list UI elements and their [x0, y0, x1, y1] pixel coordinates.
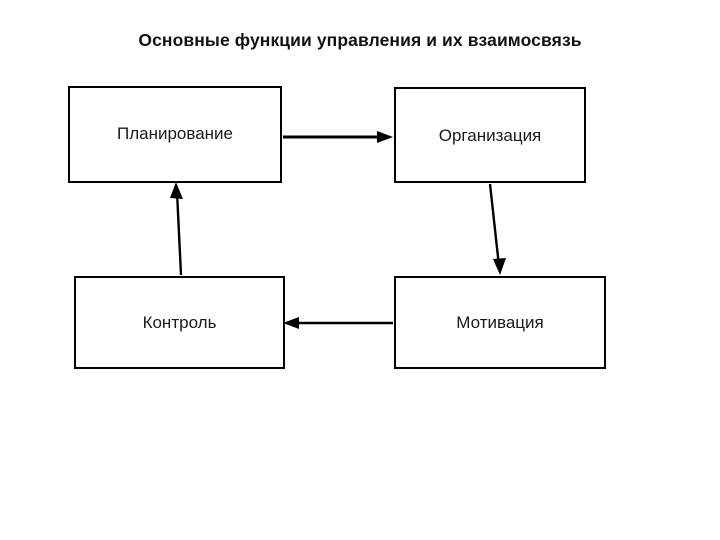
edge-organization-to-motivation	[488, 183, 506, 275]
edge-planning-to-organization	[283, 131, 393, 143]
node-motivation-label: Мотивация	[456, 313, 544, 332]
node-control-label: Контроль	[142, 313, 217, 332]
edge-control-to-planning	[170, 182, 183, 276]
node-motivation[interactable]: Мотивация	[394, 276, 606, 369]
node-organization-label: Организация	[438, 125, 542, 145]
node-planning[interactable]: Планирование	[68, 86, 282, 183]
node-control[interactable]: Контроль	[74, 276, 285, 369]
node-planning-label: Планирование	[116, 124, 234, 143]
page-title: Основные функции управления и их взаимос…	[138, 30, 582, 50]
node-organization[interactable]: Организация	[394, 87, 586, 183]
edge-motivation-to-control	[283, 317, 393, 329]
